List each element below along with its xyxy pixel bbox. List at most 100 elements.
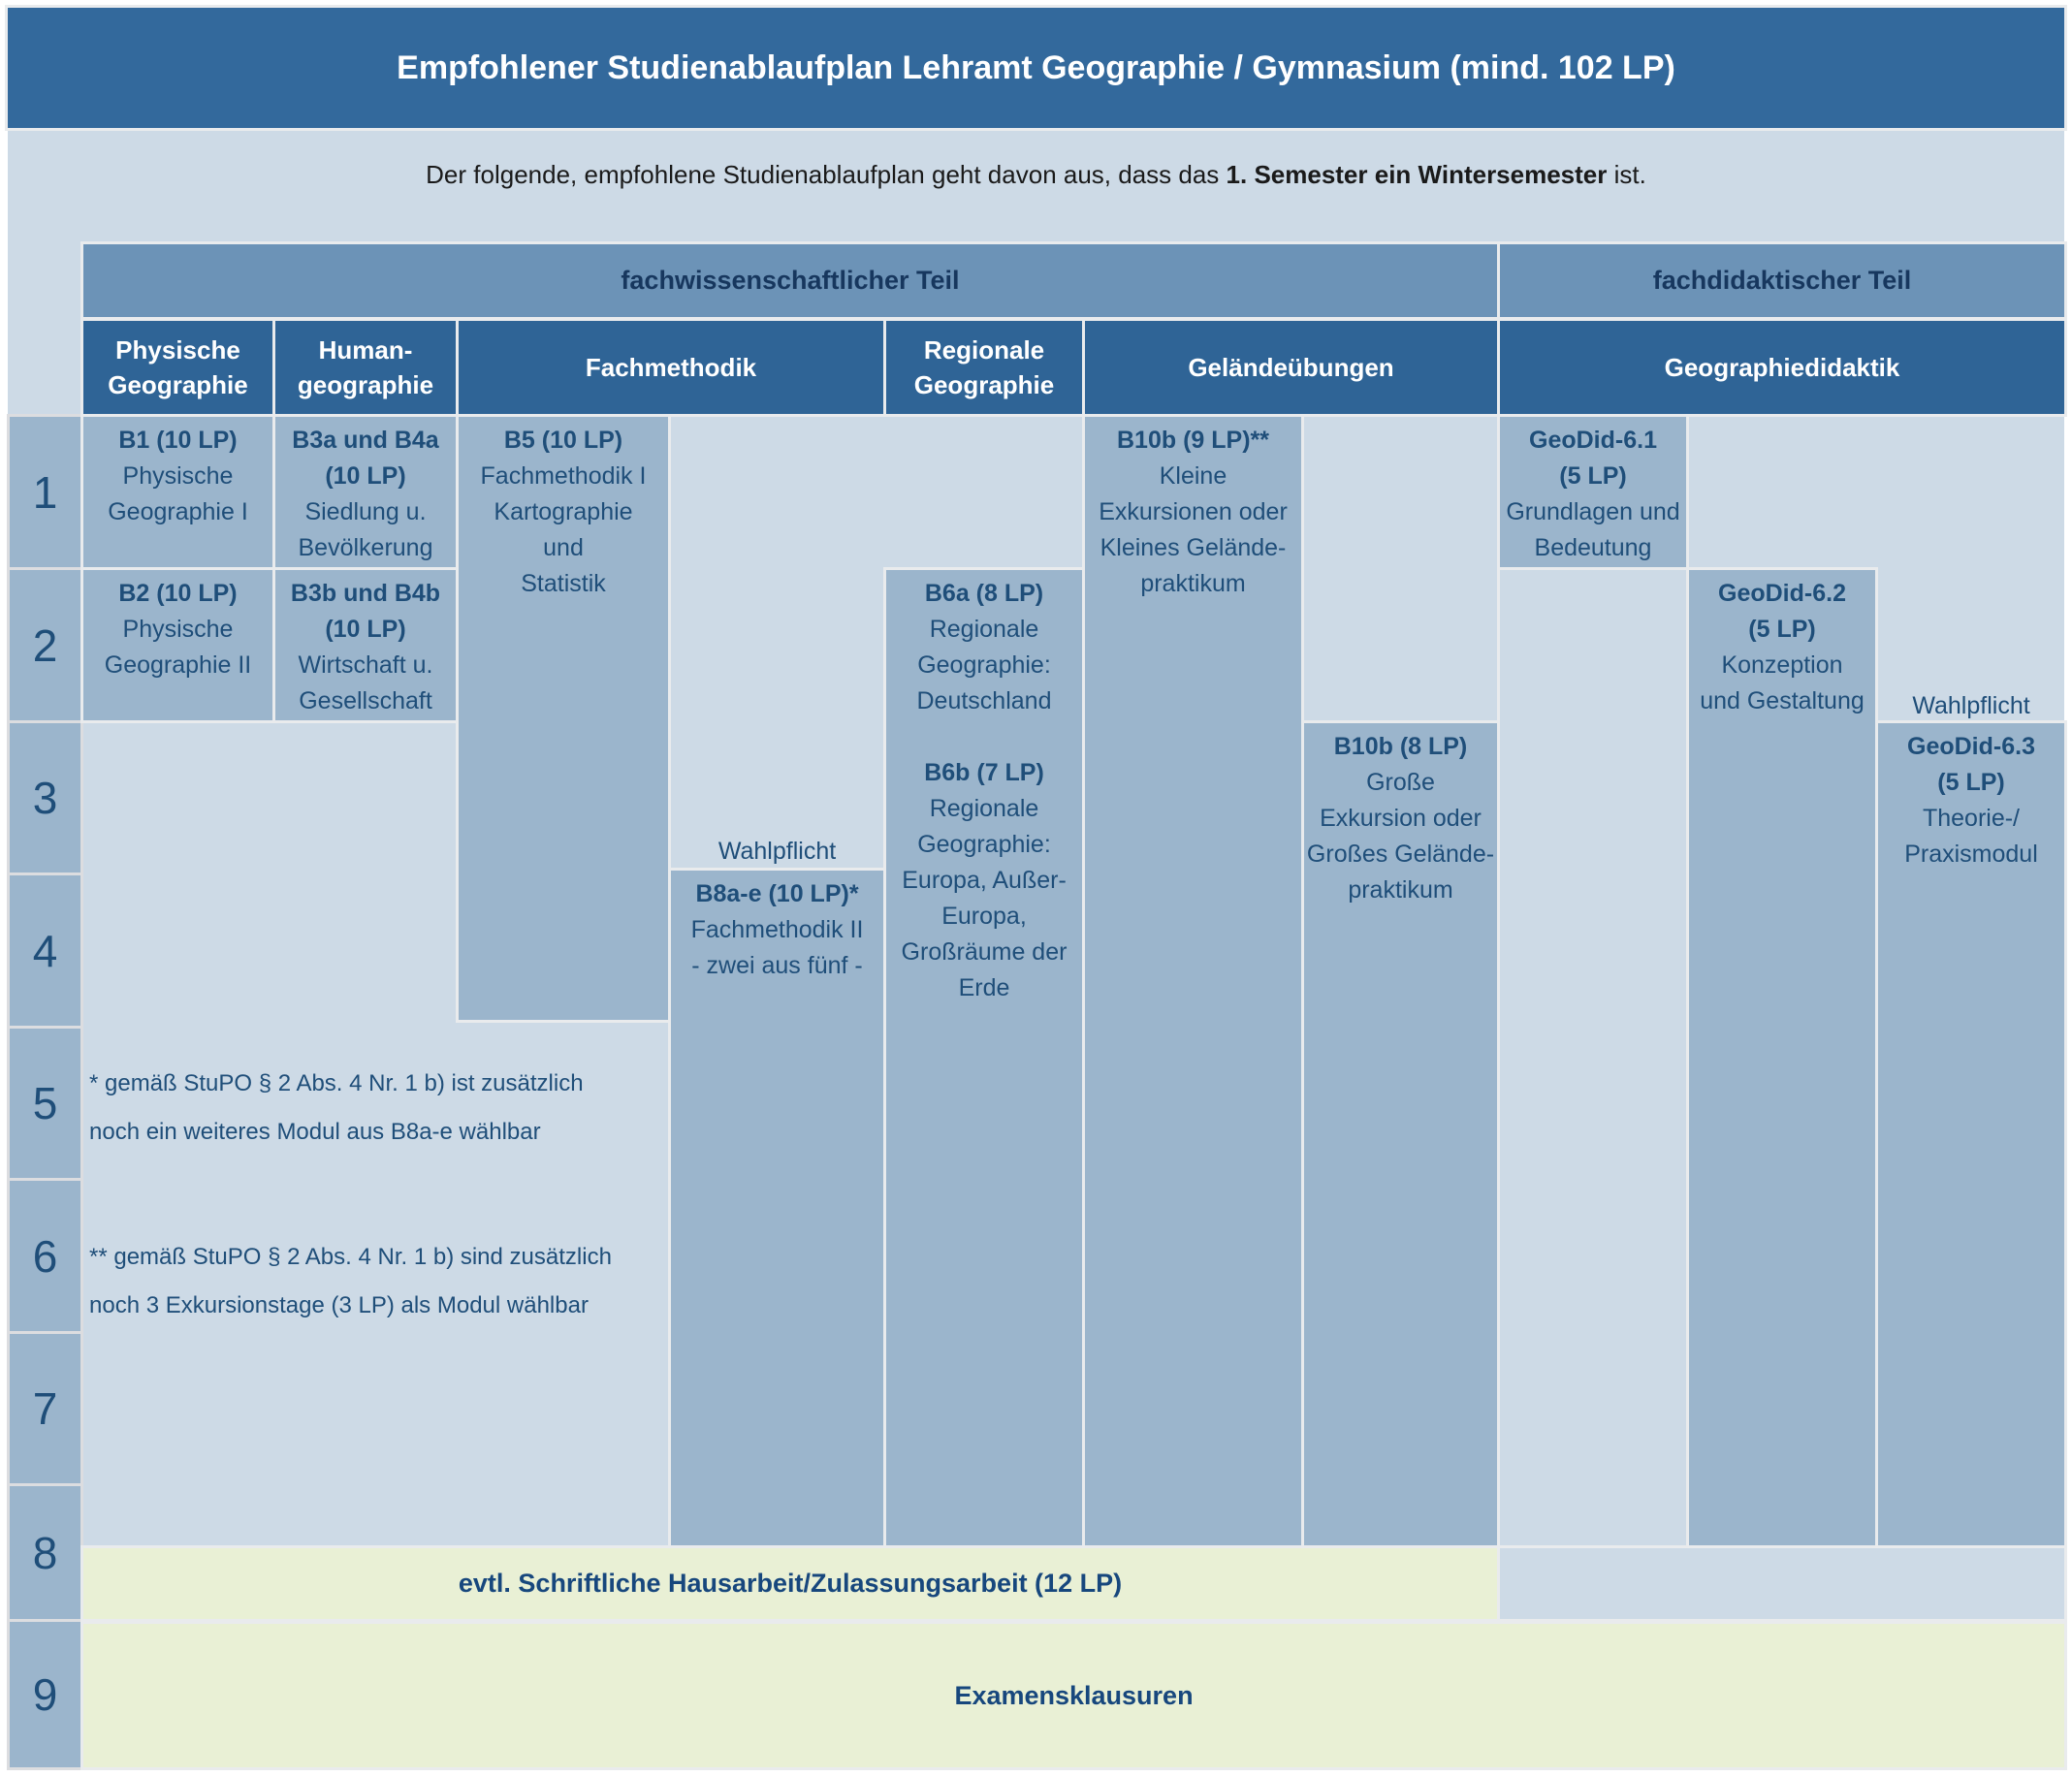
module-title: B8a-e (10 LP)* [695,880,859,907]
module-title: (10 LP) [325,616,406,643]
module-line: Praxismodul [1904,841,2038,868]
semester-cell-1: 1 [7,414,83,570]
module-title: B3a und B4a [292,427,439,454]
module-title: GeoDid-6.3 [1907,733,2035,760]
column-header-line: Geographie [913,370,1055,399]
subtitle-prefix: Der folgende, empfohlene Studienablaufpl… [426,159,1227,189]
module-line: Physische [122,462,234,490]
module-title: GeoDid-6.1 [1529,427,1657,454]
footnote-2: ** gemäß StuPO § 2 Abs. 4 Nr. 1 b) sind … [89,1233,690,1340]
module-b10b-8lp: B10b (8 LP) Große Exkursion oder Großes … [1301,720,1500,1548]
wahlpflicht-label-right: Wahlpflicht [1912,692,2030,719]
module-line: Regionale [929,795,1039,822]
module-line: Deutschland [916,687,1052,714]
subtitle-bold: 1. Semester ein Wintersemester [1226,159,1608,189]
module-line: Geographie: [917,831,1051,858]
module-line: Siedlung u. [304,498,427,525]
column-header-line: Geographiedidaktik [1664,353,1900,382]
column-header-physische-geographie: Physische Geographie [80,318,275,417]
column-header-line: Physische [115,335,240,365]
module-line: Europa, [941,903,1027,930]
examensklausuren-bar: Examensklausuren [80,1621,2067,1770]
module-line: Geographie I [108,498,248,525]
column-header-line: Geländeübungen [1188,353,1394,382]
module-line: praktikum [1348,876,1453,904]
module-line: praktikum [1140,570,1246,597]
module-b3a-b4a: B3a und B4a (10 LP) Siedlung u. Bevölker… [272,414,459,570]
module-line: Statistik [521,570,606,597]
module-line: Wirtschaft u. [298,651,433,679]
column-header-fachmethodik: Fachmethodik [456,318,886,417]
semester-cell-5: 5 [7,1026,83,1181]
module-b6a-b6b: B6a (8 LP) Regionale Geographie: Deutsch… [883,567,1085,1548]
semester-cell-4: 4 [7,873,83,1029]
section-band-fachwissenschaftlich: fachwissenschaftlicher Teil [80,241,1500,320]
module-title: (5 LP) [1748,616,1816,643]
module-line: Grundlagen und [1506,498,1680,525]
module-line: Bevölkerung [298,534,433,561]
module-title: B10b (9 LP)** [1117,427,1269,454]
module-line: Exkursionen oder [1099,498,1288,525]
module-geodid-6-1: GeoDid-6.1 (5 LP) Grundlagen und Bedeutu… [1497,414,1689,570]
module-b3b-b4b: B3b und B4b (10 LP) Wirtschaft u. Gesell… [272,567,459,723]
module-title: (10 LP) [325,462,406,490]
module-line: Exkursion oder [1320,805,1482,832]
module-line: Kleine [1159,462,1227,490]
footnote-line: * gemäß StuPO § 2 Abs. 4 Nr. 1 b) ist zu… [89,1070,584,1096]
module-title: B1 (10 LP) [118,427,238,454]
column-header-line: Human- [318,335,413,365]
module-title: (5 LP) [1937,769,2005,796]
module-title: B5 (10 LP) [503,427,623,454]
row8-light-band [1497,1545,2067,1622]
module-geodid-6-3: GeoDid-6.3 (5 LP) Theorie-/ Praxismodul [1875,720,2067,1548]
module-title: B3b und B4b [290,580,441,607]
footnote-line: noch ein weiteres Modul aus B8a-e wählba… [89,1119,541,1145]
semester-cell-6: 6 [7,1178,83,1334]
module-line: Fachmethodik II [690,916,864,943]
module-line: Europa, Außer- [902,867,1067,894]
subtitle: Der folgende, empfohlene Studienablaufpl… [8,145,2064,204]
module-b2: B2 (10 LP) Physische Geographie II [80,567,275,723]
semester-cell-9: 9 [7,1619,83,1770]
column-header-gelaendeuebungen: Geländeübungen [1082,318,1500,417]
module-line: Kartographie [494,498,633,525]
hausarbeit-bar: evtl. Schriftliche Hausarbeit/Zulassungs… [80,1545,1500,1622]
module-title: GeoDid-6.2 [1718,580,1846,607]
semester-cell-7: 7 [7,1331,83,1486]
wahlpflicht-label-left: Wahlpflicht [717,838,837,865]
semester-cell-2: 2 [7,567,83,723]
module-line: Erde [958,974,1010,1001]
subtitle-suffix: ist. [1607,159,1646,189]
module-geodid-6-2: GeoDid-6.2 (5 LP) Konzeption und Gestalt… [1686,567,1878,1548]
module-title: B10b (8 LP) [1333,733,1468,760]
semester-cell-8: 8 [7,1483,83,1622]
footnote-1: * gemäß StuPO § 2 Abs. 4 Nr. 1 b) ist zu… [89,1060,690,1166]
section-band-fachdidaktisch: fachdidaktischer Teil [1497,241,2067,320]
module-title: (5 LP) [1559,462,1627,490]
column-header-line: geographie [297,370,434,399]
module-title: B6b (7 LP) [924,759,1044,786]
module-spacer [886,719,1082,755]
module-line: Konzeption [1721,651,1843,679]
module-line: Geographie II [104,651,252,679]
module-line: und [543,534,584,561]
module-line: und Gestaltung [1700,687,1865,714]
module-b1: B1 (10 LP) Physische Geographie I [80,414,275,570]
module-b10b-9lp: B10b (9 LP)** Kleine Exkursionen oder Kl… [1082,414,1304,1548]
section-divider [1497,417,1500,1545]
semester-cell-3: 3 [7,720,83,875]
module-title: B6a (8 LP) [924,580,1044,607]
page-title: Empfohlener Studienablaufplan Lehramt Ge… [5,5,2067,131]
module-line: Große [1366,769,1435,796]
module-b8a-e: B8a-e (10 LP)* Fachmethodik II - zwei au… [668,868,886,1548]
module-b5: B5 (10 LP) Fachmethodik I Kartographie u… [456,414,671,1023]
module-line: Gesellschaft [299,687,432,714]
module-line: Großes Gelände- [1306,841,1495,868]
module-line: Fachmethodik I [480,462,647,490]
module-line: - zwei aus fünf - [691,952,863,979]
footnote-line: ** gemäß StuPO § 2 Abs. 4 Nr. 1 b) sind … [89,1244,612,1270]
module-line: Physische [122,616,234,643]
column-header-regionale-geographie: Regionale Geographie [883,318,1085,417]
module-line: Großräume der [901,938,1068,966]
